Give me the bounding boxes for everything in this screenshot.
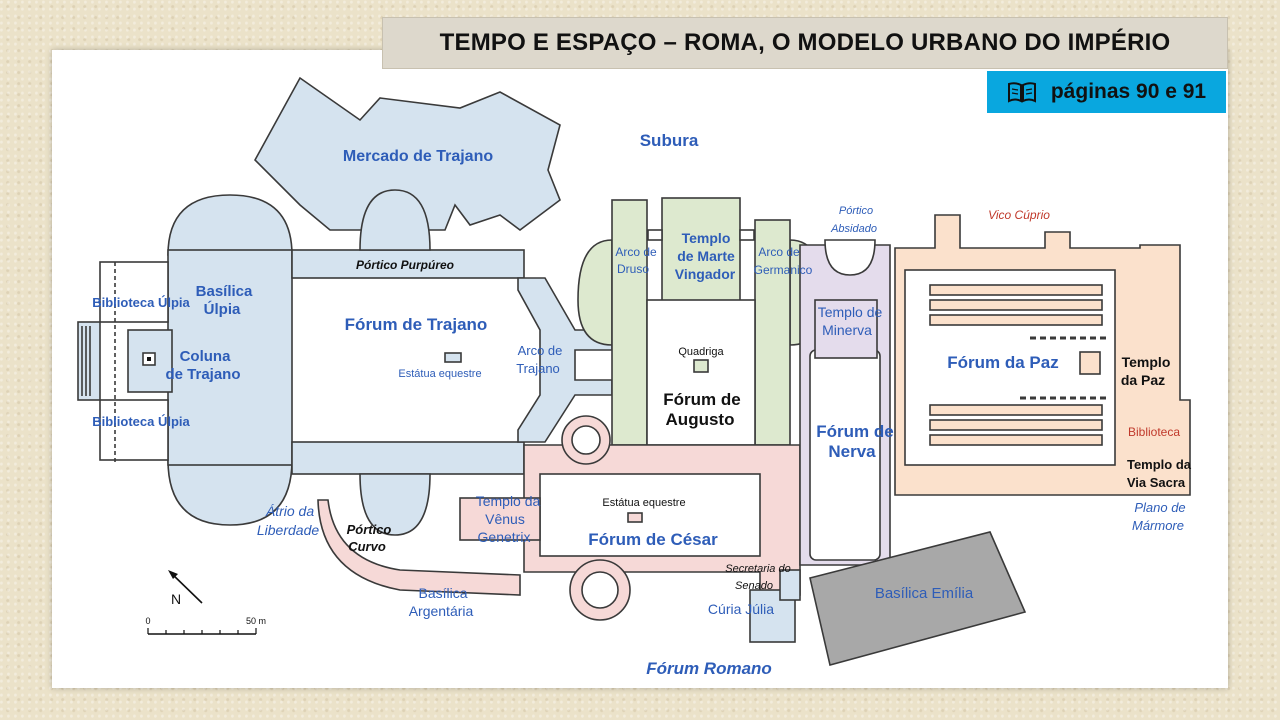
label-curia-julia: Cúria Júlia <box>708 601 774 617</box>
label-basilica-ulpia-2: Úlpia <box>204 300 241 318</box>
pages-badge: páginas 90 e 91 <box>987 71 1226 113</box>
label-arco-druso-1: Arco de <box>615 245 657 259</box>
label-templo-via-sacra-1: Templo da <box>1127 457 1192 472</box>
label-forum-nerva-2: Nerva <box>828 442 876 461</box>
label-basilica-emilia: Basílica Emília <box>875 585 974 602</box>
basilica-ulpia <box>167 249 293 466</box>
scale-bar <box>147 628 257 635</box>
forum-augusto-right-wing <box>754 219 791 446</box>
label-basilica-argentaria-2: Argentária <box>409 603 474 619</box>
label-forum-romano: Fórum Romano <box>646 659 772 678</box>
label-portico-purpureo: Pórtico Purpúreo <box>356 258 454 272</box>
label-templo-paz-2: da Paz <box>1121 372 1165 388</box>
page-title: TEMPO E ESPAÇO – ROMA, O MODELO URBANO D… <box>439 29 1171 56</box>
label-plano-marmore-2: Mármore <box>1132 518 1184 533</box>
biblioteca-ulpia-top-block <box>99 261 169 323</box>
label-biblioteca: Biblioteca <box>1128 425 1180 439</box>
label-subura: Subura <box>640 131 699 150</box>
forum-trajano-upper-exedra <box>359 189 431 251</box>
basilica-ulpia-apse-top <box>167 194 293 256</box>
label-vico-cuprio: Vico Cúprio <box>988 208 1050 222</box>
label-basilica-ulpia-1: Basílica <box>196 283 253 300</box>
label-quadriga: Quadriga <box>678 346 724 358</box>
label-scale-0: 0 <box>145 616 150 626</box>
basilica-ulpia-apse-bottom <box>167 459 293 526</box>
pages-label: páginas 90 e 91 <box>1050 80 1207 103</box>
label-coluna-1: Coluna <box>180 348 231 365</box>
label-secretaria-1: Secretaria do <box>725 563 790 575</box>
label-forum-paz: Fórum da Paz <box>947 353 1058 372</box>
arco-germanico-gate <box>739 229 755 241</box>
portico-purpureo <box>291 249 525 279</box>
label-portico-curvo-2: Curvo <box>348 539 386 554</box>
label-forum-cesar: Fórum de César <box>588 530 718 549</box>
label-templo-marte-3: Vingador <box>675 266 736 282</box>
label-templo-paz-1: Templo <box>1122 354 1171 370</box>
forum-trajano-lower-exedra <box>359 473 431 536</box>
label-arco-trajano-1: Arco de <box>518 343 563 358</box>
open-book-icon <box>1007 82 1036 103</box>
templo-minerva <box>814 299 878 359</box>
estatua-equestre-1 <box>444 352 462 363</box>
label-templo-minerva-1: Templo de <box>818 304 883 320</box>
label-templo-minerva-2: Minerva <box>822 322 872 338</box>
label-templo-marte-1: Templo <box>682 230 731 246</box>
label-forum-augusto-2: Augusto <box>666 410 735 429</box>
label-biblioteca-ulpia-top: Biblioteca Úlpia <box>92 295 190 310</box>
label-atrio-1: Átrio da <box>265 503 314 519</box>
label-forum-trajano: Fórum de Trajano <box>345 315 488 334</box>
label-coluna-2: de Trajano <box>165 366 240 383</box>
arco-druso-gate <box>647 229 663 241</box>
label-arco-druso-2: Druso <box>617 262 649 276</box>
label-estatua-equestre-2: Estátua equestre <box>602 497 685 509</box>
forum-trajano-lower-portico <box>291 441 525 475</box>
label-north: N <box>171 591 181 607</box>
label-templo-venus-2: Vênus <box>485 511 525 527</box>
label-arco-germanico-1: Arco de <box>758 245 800 259</box>
biblioteca-ulpia-bottom-block <box>99 399 169 461</box>
temple-steps <box>77 321 101 401</box>
label-templo-venus-3: Genetrix <box>478 529 531 545</box>
basilica-emilia <box>809 531 1027 666</box>
label-templo-via-sacra-2: Via Sacra <box>1127 475 1186 490</box>
templo-venus-genetrix <box>459 497 541 541</box>
label-secretaria-2: Senado <box>735 580 773 592</box>
templo-da-paz-altar <box>1079 351 1101 375</box>
north-arrow <box>169 571 203 604</box>
portico-absidado <box>824 239 876 276</box>
label-templo-venus-1: Templo da <box>476 493 541 509</box>
title-banner: TEMPO E ESPAÇO – ROMA, O MODELO URBANO D… <box>382 17 1228 69</box>
label-plano-marmore-1: Plano de <box>1134 500 1185 515</box>
label-templo-marte-2: de Marte <box>677 248 735 264</box>
coluna-shaft <box>147 357 151 361</box>
basilica-argentaria <box>317 499 521 596</box>
forum-augusto-exedra-left <box>577 239 613 346</box>
label-forum-augusto-1: Fórum de <box>663 390 740 409</box>
quadriga-base <box>693 359 709 373</box>
label-scale-50: 50 m <box>246 616 266 626</box>
label-forum-nerva-1: Fórum de <box>816 422 893 441</box>
label-arco-trajano-2: Trajano <box>516 361 560 376</box>
templo-marte-vingador <box>661 197 741 304</box>
label-portico-absidado-2: Absidado <box>830 223 877 235</box>
label-portico-curvo-1: Pórtico <box>347 522 392 537</box>
estatua-equestre-2 <box>627 512 643 523</box>
label-atrio-2: Liberdade <box>257 522 319 538</box>
label-biblioteca-ulpia-bottom: Biblioteca Úlpia <box>92 414 190 429</box>
label-arco-germanico-2: Germanico <box>754 263 813 277</box>
label-estatua-equestre-1: Estátua equestre <box>398 368 481 380</box>
forum-augusto-left-wing <box>611 199 648 446</box>
label-mercado-trajano: Mercado de Trajano <box>343 148 493 165</box>
label-basilica-argentaria-1: Basílica <box>418 585 467 601</box>
forum-cesar-open <box>539 473 761 557</box>
label-portico-absidado-1: Pórtico <box>839 205 873 217</box>
